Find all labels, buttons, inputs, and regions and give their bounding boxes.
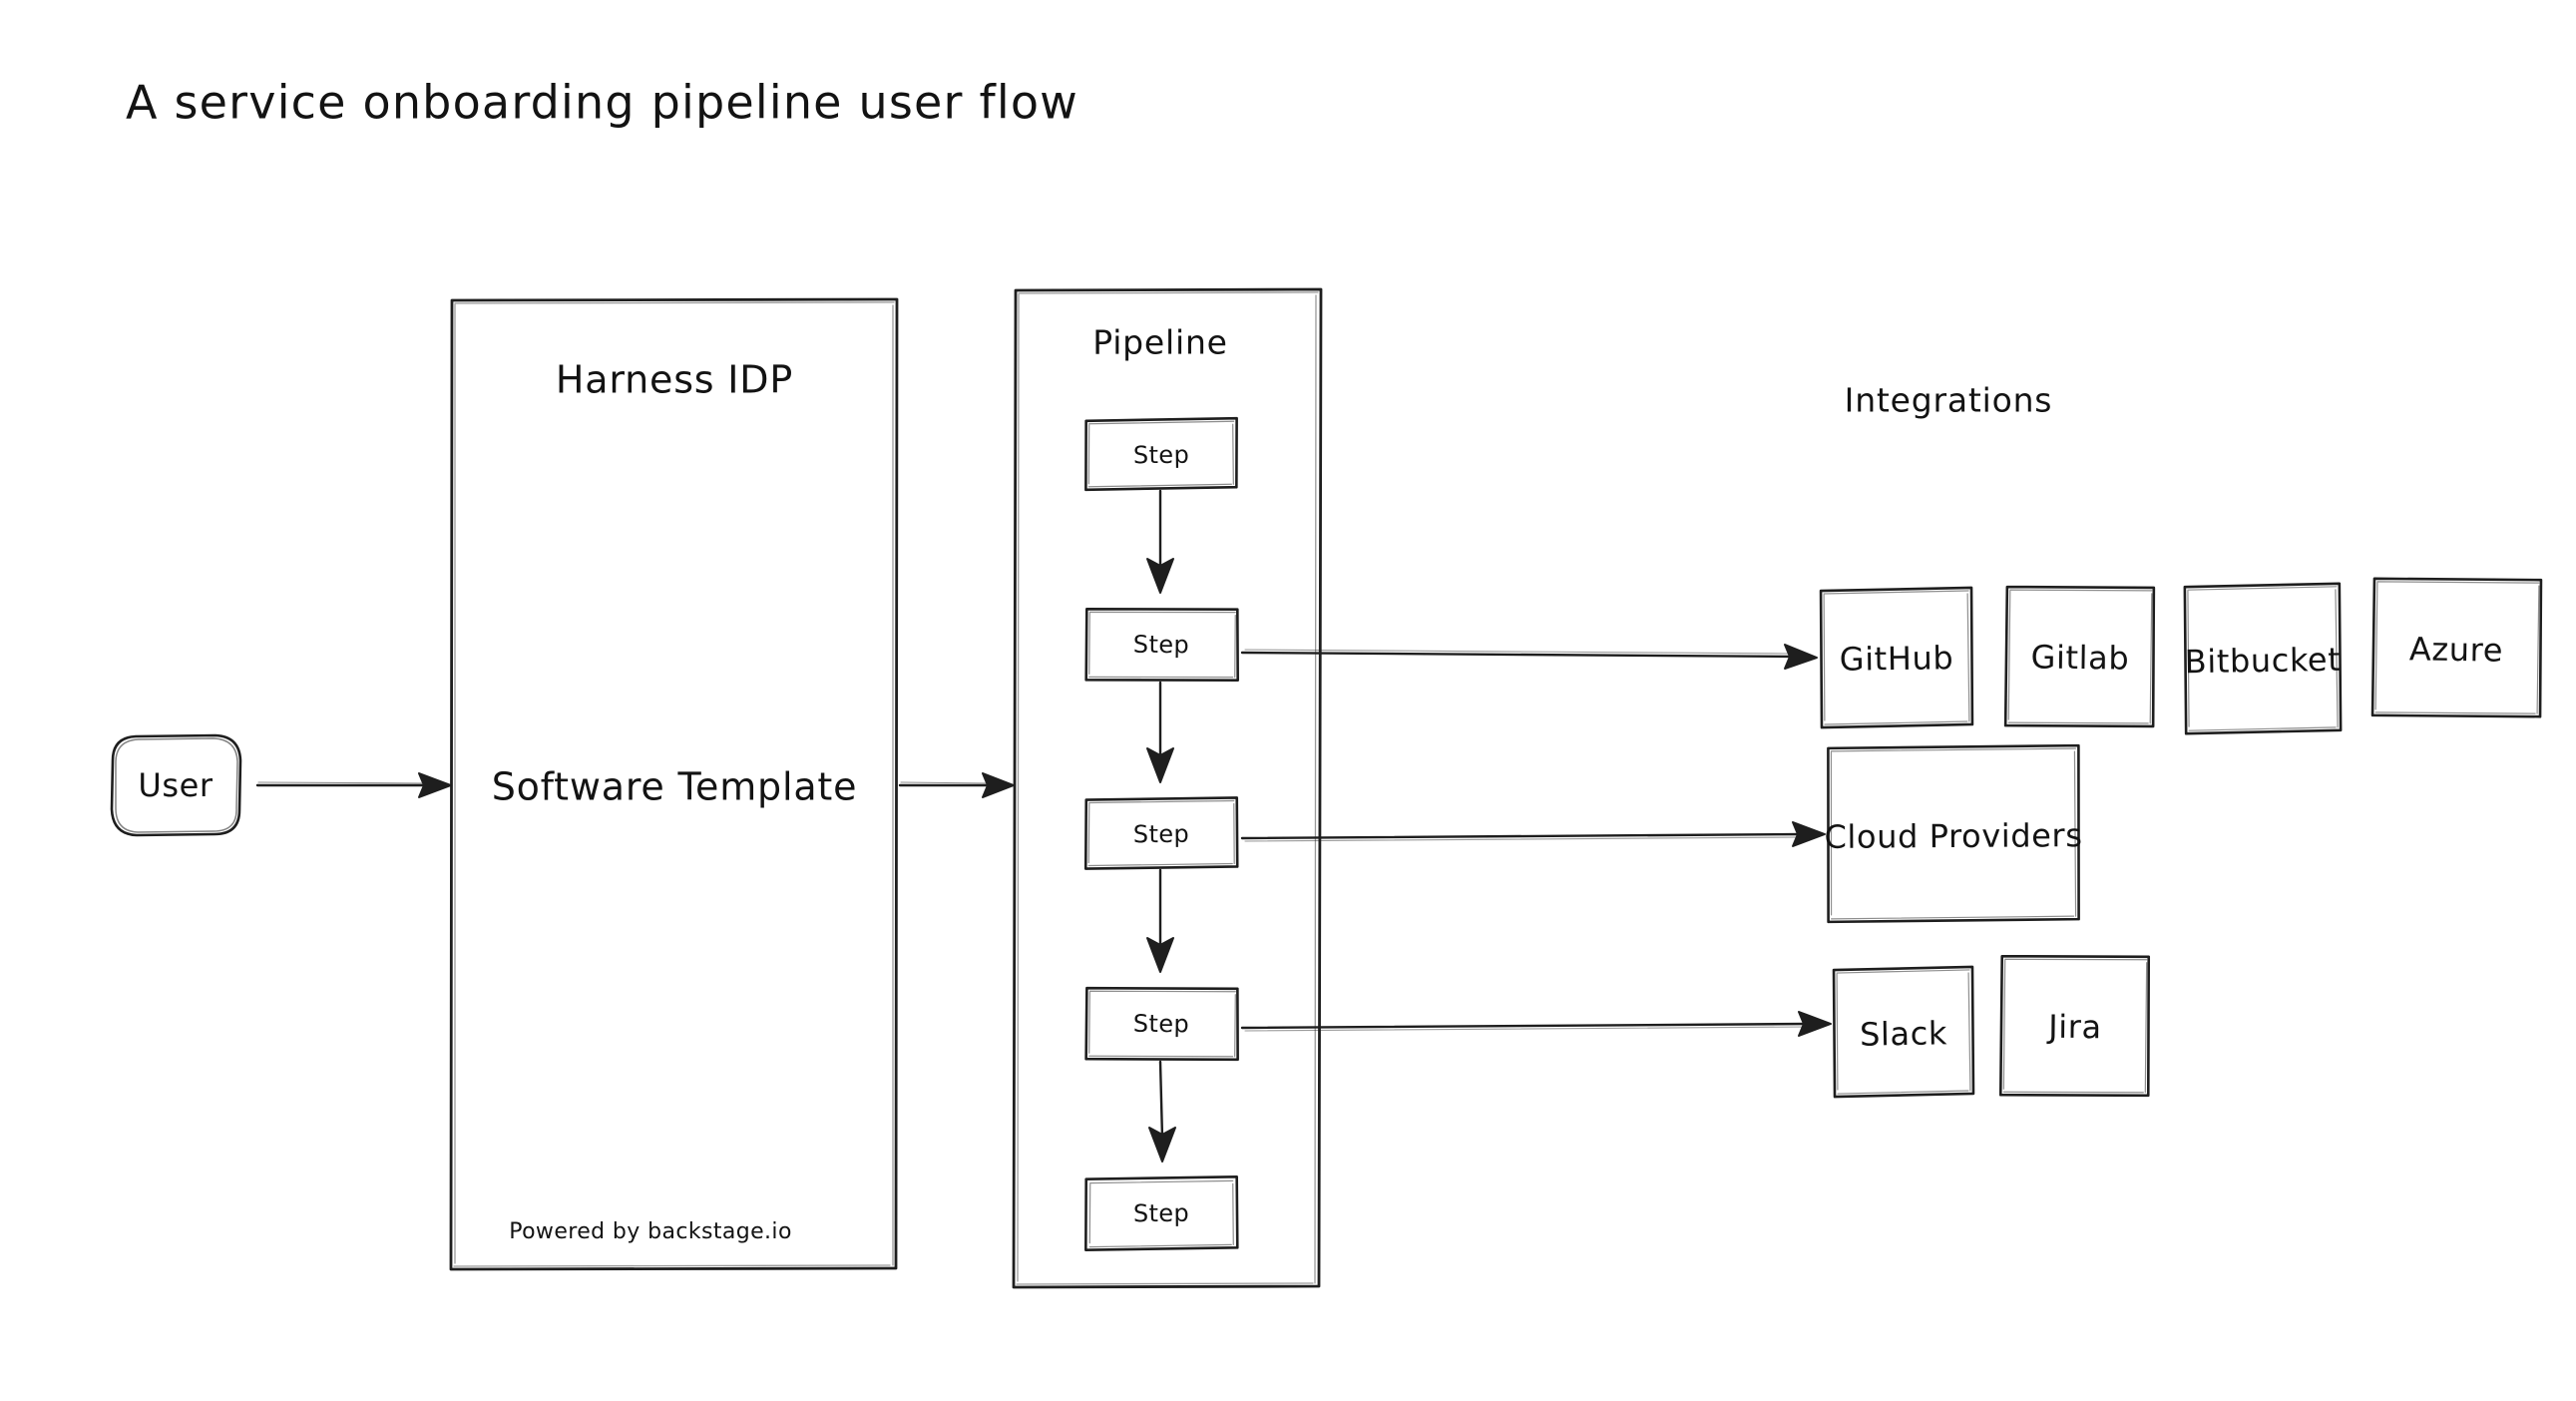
- connector-step4-step5: [1148, 1060, 1176, 1163]
- integration-github-label: GitHub: [1840, 639, 1954, 679]
- integration-github[interactable]: GitHub: [1819, 586, 1974, 729]
- pipeline-step-2-label: Step: [1133, 631, 1189, 659]
- harness-idp-header: Harness IDP: [556, 358, 793, 402]
- container-harness-idp[interactable]: Harness IDP Software Template Powered by…: [449, 297, 899, 1271]
- pipeline-step-4-label: Step: [1133, 1010, 1190, 1039]
- integration-jira-label: Jira: [2046, 1008, 2102, 1047]
- pipeline-header: Pipeline: [1092, 323, 1228, 362]
- node-user[interactable]: User: [110, 733, 242, 837]
- pipeline-step-5[interactable]: Step: [1084, 1175, 1239, 1251]
- pipeline-step-3-label: Step: [1133, 820, 1189, 848]
- integration-bitbucket-label: Bitbucket: [2184, 641, 2341, 681]
- integration-azure[interactable]: Azure: [2370, 577, 2543, 718]
- integration-azure-label: Azure: [2409, 630, 2504, 669]
- integrations-header: Integrations: [1845, 381, 2053, 420]
- connector-step4-to-comms: [1240, 1011, 1832, 1037]
- pipeline-step-1-label: Step: [1133, 441, 1190, 470]
- pipeline-step-5-label: Step: [1133, 1199, 1189, 1227]
- pipeline-step-4[interactable]: Step: [1084, 986, 1239, 1062]
- powered-by-label: Powered by backstage.io: [509, 1219, 792, 1244]
- connector-step3-to-cloud: [1240, 821, 1826, 847]
- connector-harness-to-pipeline: [898, 772, 1015, 798]
- software-template-label: Software Template: [492, 765, 858, 809]
- pipeline-step-2[interactable]: Step: [1084, 608, 1239, 682]
- pipeline-step-1[interactable]: Step: [1084, 416, 1238, 492]
- connector-step1-step2: [1146, 489, 1174, 594]
- integration-slack[interactable]: Slack: [1832, 965, 1975, 1099]
- integration-bitbucket[interactable]: Bitbucket: [2183, 582, 2343, 735]
- integration-gitlab[interactable]: Gitlab: [2003, 585, 2156, 728]
- connector-user-to-harness: [255, 772, 452, 798]
- integration-slack-label: Slack: [1860, 1014, 1948, 1053]
- pipeline-step-3[interactable]: Step: [1083, 796, 1239, 870]
- node-user-label: User: [138, 766, 214, 804]
- connector-step2-step3: [1146, 681, 1174, 783]
- connector-step3-step4: [1146, 868, 1174, 973]
- integration-jira[interactable]: Jira: [1998, 954, 2151, 1098]
- connector-step2-to-scm: [1240, 644, 1818, 670]
- integration-gitlab-label: Gitlab: [2030, 638, 2129, 677]
- integration-cloud-providers[interactable]: Cloud Providers: [1824, 743, 2083, 924]
- integration-cloud-providers-label: Cloud Providers: [1824, 816, 2082, 856]
- page-title: A service onboarding pipeline user flow: [126, 76, 1078, 130]
